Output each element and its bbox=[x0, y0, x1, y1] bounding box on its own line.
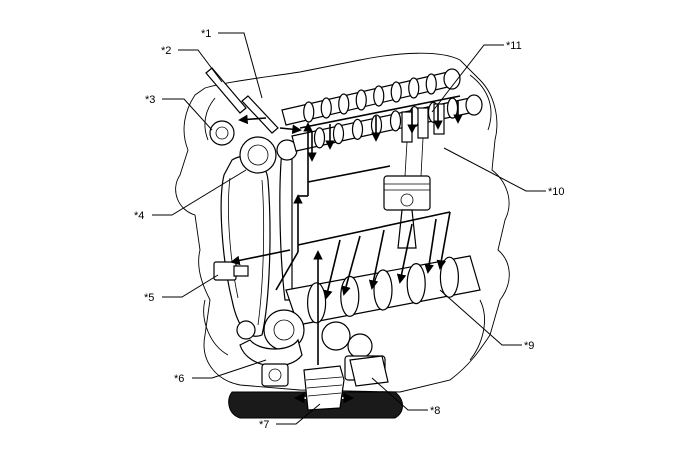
leader-3 bbox=[162, 98, 213, 131]
oil-strainer bbox=[303, 365, 345, 411]
callout-labels: *1 *2 *3 *4 *5 *6 *7 *8 *9 *10 *11 bbox=[134, 28, 565, 431]
cam-lobe bbox=[303, 101, 315, 123]
callout-2: *2 bbox=[161, 45, 171, 57]
crank-web bbox=[340, 275, 360, 317]
cam-lobe bbox=[351, 118, 364, 140]
cam-lobe bbox=[338, 93, 350, 115]
crank-web bbox=[307, 282, 327, 324]
cam-lobe bbox=[313, 127, 326, 149]
cam-lobe bbox=[355, 89, 367, 111]
leader-2 bbox=[178, 49, 223, 83]
callout-9: *9 bbox=[524, 340, 534, 352]
cam-lobe bbox=[389, 110, 402, 132]
cam-lobe bbox=[332, 123, 345, 145]
leader-11 bbox=[431, 44, 504, 113]
callout-4: *4 bbox=[134, 210, 144, 222]
callout-3: *3 bbox=[145, 94, 155, 106]
chain-tensioner bbox=[213, 261, 249, 281]
crank-web bbox=[406, 263, 426, 305]
callout-7: *7 bbox=[259, 419, 269, 431]
cam-lobe bbox=[408, 77, 420, 99]
oil-pump bbox=[261, 363, 289, 387]
cam-lobe bbox=[425, 73, 437, 95]
callout-6: *6 bbox=[174, 373, 184, 385]
oil-control-valves bbox=[205, 67, 279, 134]
callout-5: *5 bbox=[144, 292, 154, 304]
cam-lobe bbox=[320, 97, 332, 119]
leader-7 bbox=[276, 403, 321, 425]
timing-chain bbox=[220, 149, 293, 337]
leader-1 bbox=[218, 32, 263, 99]
crankshaft bbox=[285, 255, 481, 326]
callout-10: *10 bbox=[548, 186, 565, 198]
crank-web bbox=[439, 256, 459, 298]
leader-9 bbox=[439, 289, 522, 346]
leader-8 bbox=[371, 377, 428, 411]
cam-lobe bbox=[446, 97, 459, 119]
callout-11: *11 bbox=[506, 40, 522, 52]
callout-8: *8 bbox=[430, 405, 440, 417]
leader-4 bbox=[152, 169, 247, 216]
callout-1: *1 bbox=[201, 28, 211, 40]
cam-lobe bbox=[373, 85, 385, 107]
leader-5 bbox=[162, 274, 219, 298]
cam-sprockets bbox=[209, 120, 298, 174]
oil-filter bbox=[349, 355, 389, 387]
cam-lobe bbox=[390, 81, 402, 103]
leader-lines bbox=[152, 32, 546, 425]
piston bbox=[383, 175, 431, 249]
crank-sprocket bbox=[236, 309, 305, 367]
oil-flow-paths bbox=[230, 95, 463, 365]
leader-6 bbox=[192, 359, 267, 379]
crank-web bbox=[373, 269, 393, 311]
engine-block-outline bbox=[175, 52, 510, 393]
leader-10 bbox=[443, 147, 546, 192]
